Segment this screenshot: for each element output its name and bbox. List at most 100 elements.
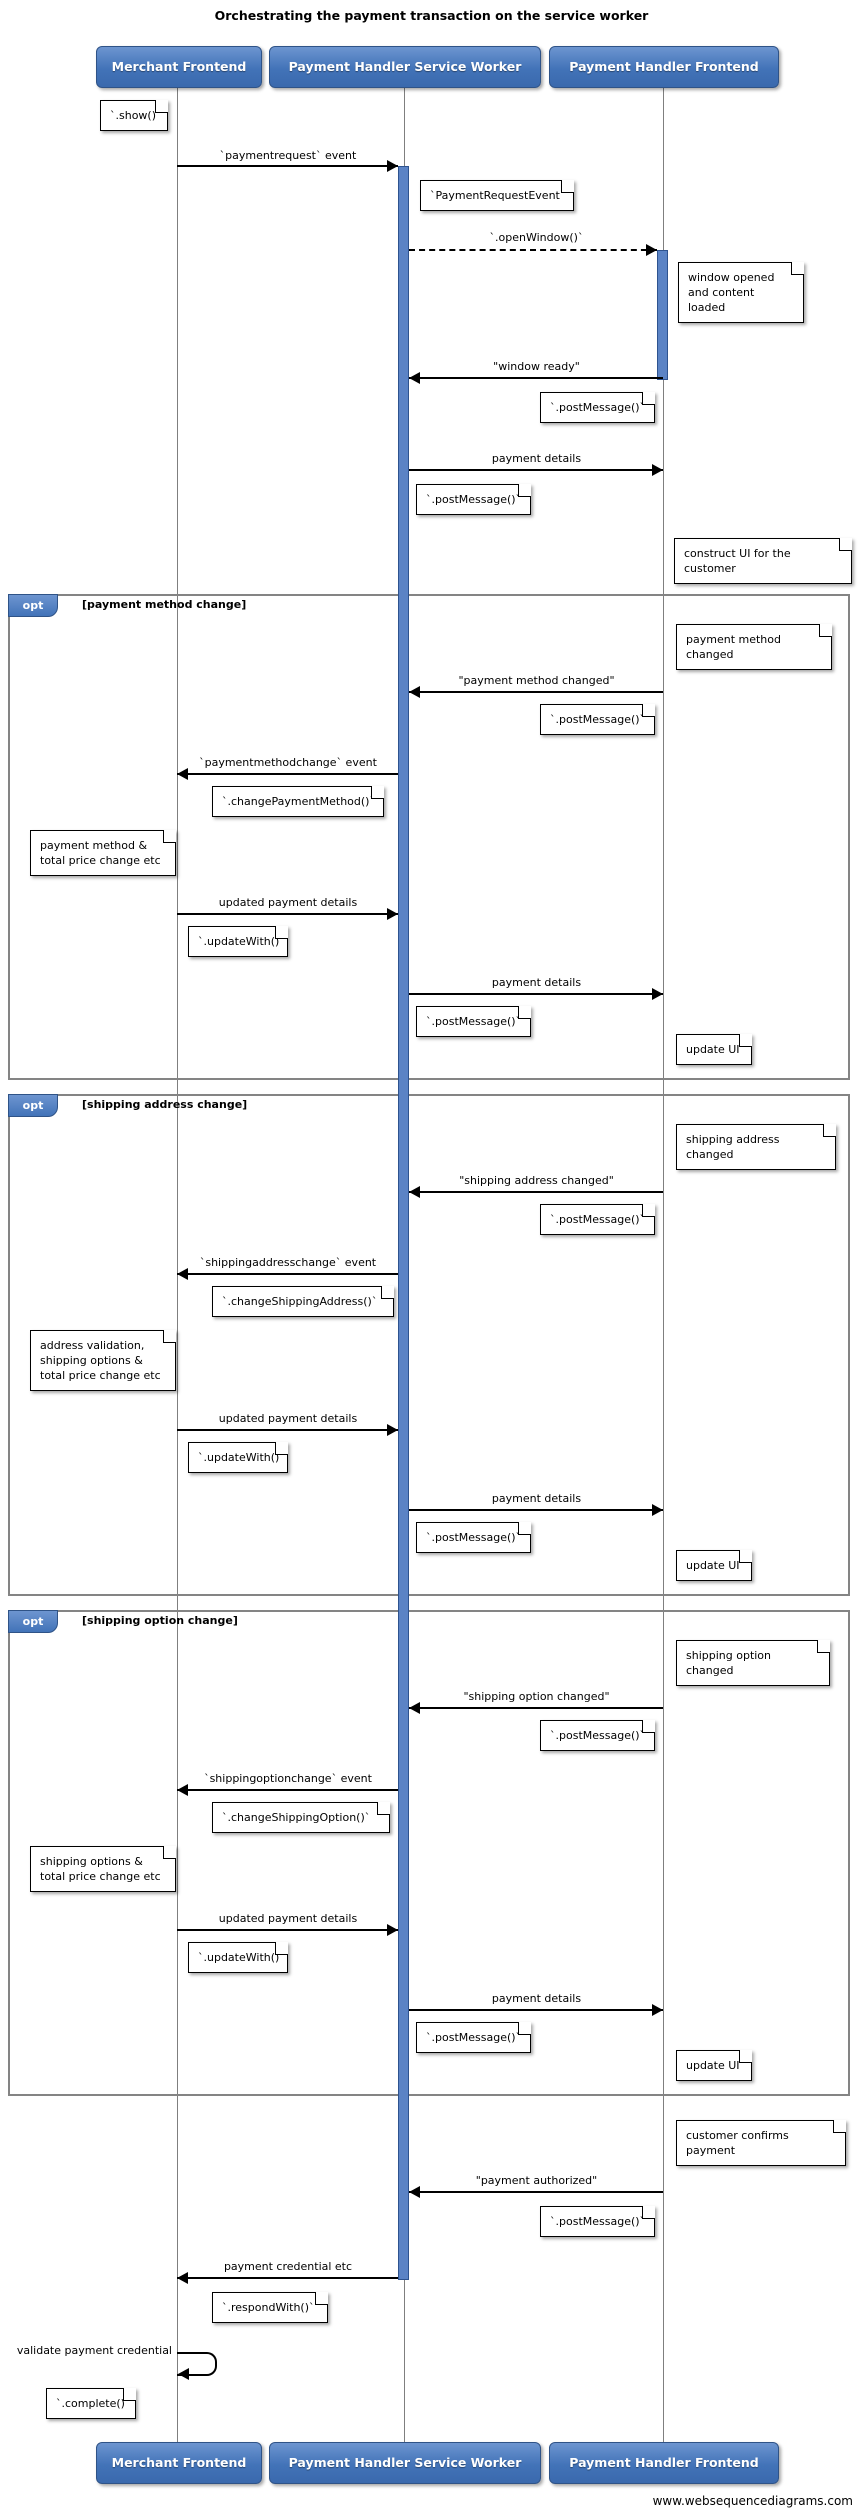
- lifeline-merchant-frontend: [177, 88, 178, 2442]
- note-update-ui: update UI: [676, 1034, 752, 1065]
- message-line: [409, 377, 663, 379]
- arrowhead-left-icon: [409, 1186, 420, 1198]
- arrowhead-right-icon: [646, 244, 657, 256]
- message-line: [177, 1789, 398, 1791]
- opt-condition-shipping-option-change: [shipping option change]: [82, 1614, 238, 1627]
- message-line: [409, 1509, 663, 1511]
- note-update-with: `.updateWith()`: [188, 1442, 288, 1473]
- note-change-shipping-option: `.changeShippingOption()`: [212, 1802, 390, 1833]
- arrowhead-right-icon: [652, 1504, 663, 1516]
- message-label-paymentrequest-event: `paymentrequest` event: [219, 149, 357, 162]
- note-shipping-address-changed: shipping address changed: [676, 1124, 836, 1170]
- arrowhead-right-icon: [652, 2004, 663, 2016]
- note-post-message: `.postMessage()`: [540, 2206, 655, 2237]
- lifeline-payment-handler-frontend: [663, 88, 664, 2442]
- message-label-payment-credential: payment credential etc: [223, 2260, 353, 2273]
- message-label-payment-details: payment details: [491, 976, 582, 989]
- arrowhead-left-icon: [177, 2272, 188, 2284]
- participant-service-worker-bottom: Payment Handler Service Worker: [269, 2442, 541, 2484]
- arrowhead-right-icon: [652, 988, 663, 1000]
- message-label-shipping-option-changed: "shipping option changed": [463, 1690, 610, 1703]
- note-post-message: `.postMessage()`: [416, 1006, 531, 1037]
- arrowhead-left-icon: [409, 1702, 420, 1714]
- note-payment-request-event: `PaymentRequestEvent`: [420, 180, 574, 211]
- opt-tab: opt: [8, 1610, 58, 1633]
- opt-tab: opt: [8, 594, 58, 617]
- message-line: [409, 993, 663, 995]
- message-label-validate-payment-credential: validate payment credential: [16, 2344, 172, 2357]
- message-line: [409, 2191, 663, 2193]
- note-show: `.show()`: [100, 100, 168, 131]
- opt-tab: opt: [8, 1094, 58, 1117]
- arrowhead-left-icon: [409, 686, 420, 698]
- opt-frame-payment-method-change: opt [payment method change]: [8, 594, 850, 1080]
- arrowhead-left-icon: [178, 2368, 189, 2380]
- activation-service-worker: [398, 166, 409, 2280]
- arrowhead-right-icon: [387, 160, 398, 172]
- arrowhead-left-icon: [177, 1268, 188, 1280]
- arrowhead-right-icon: [652, 464, 663, 476]
- note-post-message: `.postMessage()`: [416, 484, 531, 515]
- message-label-payment-details: payment details: [491, 452, 582, 465]
- note-post-message: `.postMessage()`: [540, 392, 655, 423]
- message-label-shippingaddresschange-event: `shippingaddresschange` event: [199, 1256, 377, 1269]
- arrowhead-right-icon: [387, 1924, 398, 1936]
- message-label-paymentmethodchange-event: `paymentmethodchange` event: [199, 756, 377, 769]
- participant-service-worker-top: Payment Handler Service Worker: [269, 46, 541, 88]
- diagram-title: Orchestrating the payment transaction on…: [214, 8, 649, 23]
- message-label-payment-authorized: "payment authorized": [475, 2174, 598, 2187]
- opt-condition-shipping-address-change: [shipping address change]: [82, 1098, 248, 1111]
- participant-payment-handler-frontend-bottom: Payment Handler Frontend: [549, 2442, 779, 2484]
- note-post-message: `.postMessage()`: [540, 704, 655, 735]
- message-label-shippingoptionchange-event: `shippingoptionchange` event: [204, 1772, 372, 1785]
- participant-payment-handler-frontend-top: Payment Handler Frontend: [549, 46, 779, 88]
- note-payment-method-changed: payment method changed: [676, 624, 832, 670]
- opt-frame-shipping-address-change: opt [shipping address change]: [8, 1094, 850, 1596]
- note-shipping-options-total: shipping options & total price change et…: [30, 1846, 176, 1892]
- websequencediagrams-watermark: www.websequencediagrams.com: [652, 2494, 853, 2508]
- note-change-shipping-address: `.changeShippingAddress()`: [212, 1286, 394, 1317]
- message-line: [409, 1707, 663, 1709]
- note-post-message: `.postMessage()`: [540, 1720, 655, 1751]
- participant-merchant-frontend-top: Merchant Frontend: [96, 46, 262, 88]
- note-address-validation: address validation, shipping options & t…: [30, 1330, 176, 1391]
- note-payment-method-total: payment method & total price change etc: [30, 830, 176, 876]
- opt-frame-shipping-option-change: opt [shipping option change]: [8, 1610, 850, 2096]
- participant-merchant-frontend-bottom: Merchant Frontend: [96, 2442, 262, 2484]
- note-update-with: `.updateWith()`: [188, 1942, 288, 1973]
- note-complete: `.complete()`: [46, 2388, 136, 2419]
- message-label-open-window: `.openWindow()`: [489, 231, 584, 244]
- message-line: [177, 913, 398, 915]
- note-update-with: `.updateWith()`: [188, 926, 288, 957]
- note-update-ui: update UI: [676, 1550, 752, 1581]
- note-customer-confirms-payment: customer confirms payment: [676, 2120, 846, 2166]
- message-line: [409, 691, 663, 693]
- self-call-loop: [177, 2352, 217, 2376]
- message-line: [177, 1929, 398, 1931]
- message-label-updated-payment-details: updated payment details: [218, 1412, 358, 1425]
- opt-condition-payment-method-change: [payment method change]: [82, 598, 247, 611]
- note-respond-with: `.respondWith()`: [212, 2292, 328, 2323]
- note-post-message: `.postMessage()`: [416, 1522, 531, 1553]
- message-label-window-ready: "window ready": [493, 360, 580, 373]
- arrowhead-left-icon: [177, 768, 188, 780]
- arrowhead-left-icon: [409, 2186, 420, 2198]
- note-window-opened: window opened and content loaded: [678, 262, 804, 323]
- message-label-payment-method-changed: "payment method changed": [458, 674, 615, 687]
- message-line: [409, 2009, 663, 2011]
- arrowhead-right-icon: [387, 1424, 398, 1436]
- message-label-updated-payment-details: updated payment details: [218, 1912, 358, 1925]
- note-construct-ui: construct UI for the customer: [674, 538, 852, 584]
- message-label-payment-details: payment details: [491, 1992, 582, 2005]
- note-post-message: `.postMessage()`: [540, 1204, 655, 1235]
- message-label-updated-payment-details: updated payment details: [218, 896, 358, 909]
- message-label-payment-details: payment details: [491, 1492, 582, 1505]
- message-line: [177, 2277, 398, 2279]
- note-post-message: `.postMessage()`: [416, 2022, 531, 2053]
- note-update-ui: update UI: [676, 2050, 752, 2081]
- note-shipping-option-changed: shipping option changed: [676, 1640, 830, 1686]
- arrowhead-left-icon: [409, 372, 420, 384]
- message-line: [177, 1429, 398, 1431]
- activation-payment-handler-frontend: [657, 250, 668, 380]
